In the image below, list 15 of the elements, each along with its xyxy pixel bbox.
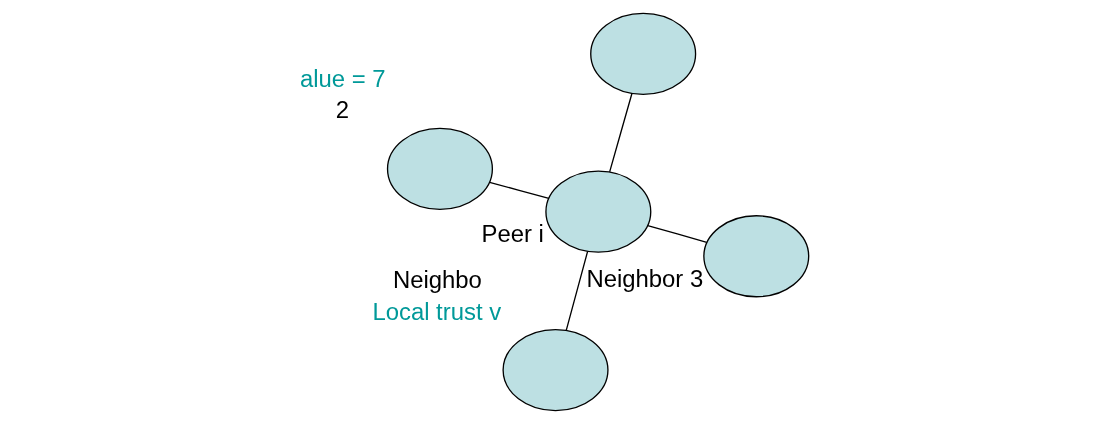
connector (488, 181, 549, 199)
node-circle (702, 215, 809, 298)
node-label: Local trust v (371, 297, 501, 325)
node-circle (544, 170, 651, 253)
connector (565, 250, 588, 331)
node-label: Neighbo (392, 265, 482, 293)
node-circle (589, 12, 696, 96)
connector (646, 224, 707, 243)
connector (608, 93, 633, 173)
node-label: Neighbor 3 (585, 264, 703, 292)
node-label: alue = 7 (299, 64, 386, 92)
node-label: Peer i (481, 220, 544, 248)
node-circle (386, 127, 493, 211)
node-label: 2 (335, 96, 349, 124)
node-circle (501, 328, 609, 412)
